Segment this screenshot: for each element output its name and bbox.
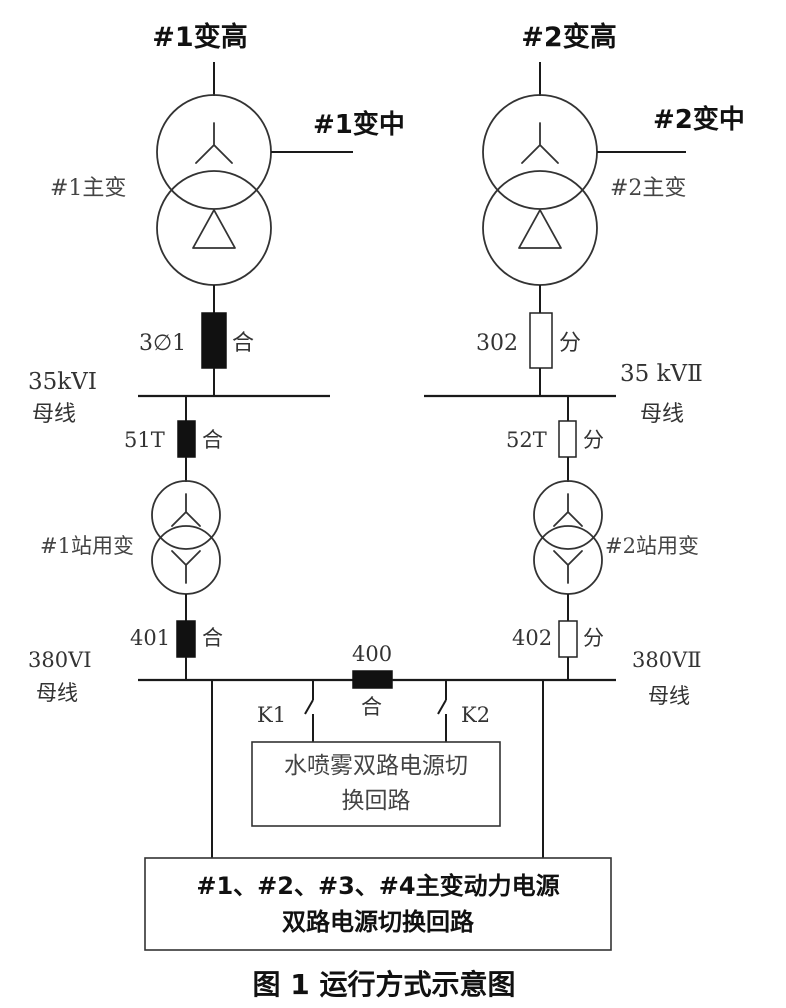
state-breaker-52t: 分 [583, 428, 604, 452]
label-breaker-51t: 51T [124, 428, 165, 452]
label-breaker-400: 400 [352, 642, 392, 666]
t1-secondary-winding [156, 170, 272, 286]
label-bus-35kv-2-sub: 母线 [640, 402, 684, 427]
t1-wye-symbol [195, 122, 233, 164]
mist-box-line-1: 水喷雾双路电源切 [284, 753, 468, 779]
label-t1-main: #1主变 [50, 176, 126, 201]
st2-upper-wye-icon [553, 493, 583, 527]
st1-upper-winding [151, 480, 221, 550]
label-t2-mid: #2变中 [653, 104, 745, 135]
breaker-51t [177, 420, 196, 458]
state-breaker-400: 合 [361, 695, 382, 719]
label-t1-high: #1变高 [152, 21, 247, 53]
mist-box-line-2: 换回路 [342, 788, 411, 814]
t1-primary-winding [156, 94, 272, 210]
switch-k1 [304, 680, 314, 742]
label-switch-k2: K2 [461, 703, 490, 727]
label-breaker-301: 3∅1 [139, 331, 186, 356]
state-breaker-302: 分 [559, 331, 581, 356]
st1-upper-wye-icon [171, 493, 201, 527]
label-bus-380v-1: 380VⅠ [28, 648, 92, 672]
label-breaker-402: 402 [512, 626, 552, 650]
t2-primary-winding [482, 94, 598, 210]
st2-lower-wye-icon [553, 550, 583, 584]
breaker-301 [201, 312, 227, 369]
state-breaker-301: 合 [232, 331, 254, 356]
breaker-401 [176, 620, 196, 658]
t2-wye-symbol [521, 122, 559, 164]
state-breaker-51t: 合 [202, 428, 223, 452]
station-transformer-2 [533, 480, 603, 621]
label-breaker-302: 302 [476, 331, 518, 356]
label-station-transformer-2: #2站用变 [605, 534, 699, 558]
t1-delta-symbol [192, 209, 236, 249]
label-t2-main: #2主变 [610, 176, 686, 201]
main-box-line-2: 双路电源切换回路 [282, 908, 475, 936]
label-bus-35kv-1: 35kVⅠ [28, 369, 97, 395]
t2-delta-symbol [518, 209, 562, 249]
k2-blade [437, 699, 447, 715]
breaker-302 [529, 312, 553, 369]
k1-blade [304, 699, 314, 715]
label-switch-k1: K1 [257, 703, 286, 727]
label-breaker-52t: 52T [506, 428, 547, 452]
st1-lower-wye-icon [171, 550, 201, 584]
mist-switchover-box [251, 741, 501, 827]
main-power-switchover-box [144, 857, 612, 951]
state-breaker-402: 分 [583, 626, 604, 650]
main-box-line-1: #1、#2、#3、#4主变动力电源 [196, 872, 559, 900]
label-bus-35kv-1-sub: 母线 [32, 402, 76, 427]
breaker-52t [558, 420, 577, 458]
label-t1-mid: #1变中 [313, 109, 405, 140]
state-breaker-401: 合 [202, 626, 223, 650]
figure-caption: 图 1 运行方式示意图 [253, 968, 516, 1001]
switch-k2 [437, 680, 447, 742]
t2-secondary-winding [482, 170, 598, 286]
label-breaker-401: 401 [130, 626, 170, 650]
breaker-400 [352, 670, 393, 689]
label-bus-380v-1-sub: 母线 [36, 681, 78, 705]
st2-upper-winding [533, 480, 603, 550]
label-t2-high: #2变高 [521, 21, 616, 53]
label-bus-35kv-2: 35 kVⅡ [620, 361, 703, 387]
label-bus-380v-2: 380VⅡ [632, 648, 702, 672]
station-transformer-1 [151, 480, 221, 621]
breaker-402 [558, 620, 578, 658]
label-bus-380v-2-sub: 母线 [648, 684, 690, 708]
label-station-transformer-1: #1站用变 [40, 534, 134, 558]
transformer-1-group [156, 62, 353, 313]
transformer-2-group [482, 62, 686, 313]
